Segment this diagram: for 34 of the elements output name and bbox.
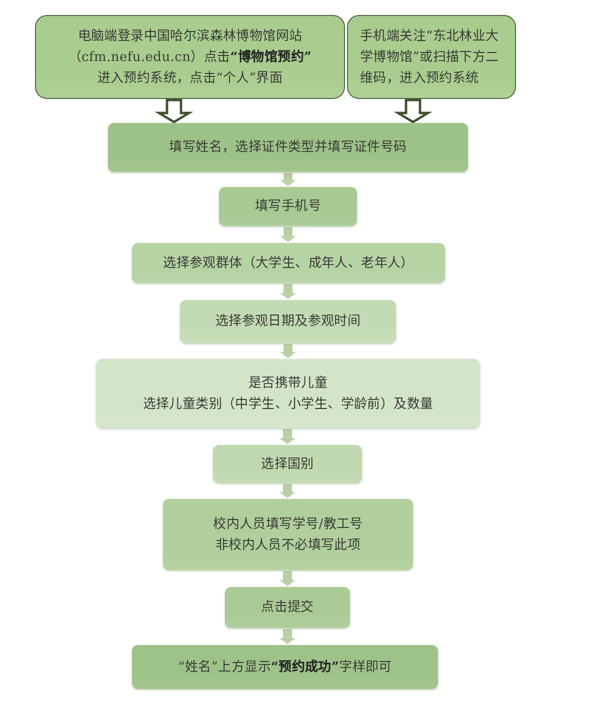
arrow <box>280 629 296 644</box>
arrow <box>280 484 296 498</box>
step-box <box>225 587 350 628</box>
step-text: 电脑端登录中国哈尔滨森林博物馆网站（cfm.nefu.edu.cn）点击“博物馆预约”进入预约系统，点击“个人”界面 <box>68 28 312 88</box>
arrow <box>280 344 296 358</box>
step-box <box>163 499 413 570</box>
step-text: “姓名”上方显示“预约成功”字样即可 <box>178 658 392 676</box>
step-text: 选择国别 <box>261 456 314 474</box>
step-box <box>213 445 362 483</box>
hollow-arrow <box>154 98 194 124</box>
hollow-arrow <box>394 98 432 124</box>
arrow <box>280 571 296 586</box>
step-text: 点击提交 <box>261 598 314 617</box>
step-text: 手机端关注“东北林业大学博物馆”或扫描下方二维码，进入预约系统 <box>360 28 500 88</box>
step-text: 填写姓名，选择证件类型并填写证件号码 <box>169 138 407 157</box>
step-box <box>180 300 396 343</box>
step-box <box>132 243 445 283</box>
step-box <box>132 645 438 689</box>
step-box <box>108 123 468 172</box>
arrow <box>280 227 296 242</box>
step-box <box>219 187 357 226</box>
step-text: 选择参观日期及参观时间 <box>215 312 361 331</box>
step-box <box>35 15 345 99</box>
step-text: 是否携带儿童 <box>248 374 328 392</box>
arrow <box>280 173 296 186</box>
step-box <box>347 15 516 99</box>
arrow <box>280 284 296 299</box>
arrow <box>280 429 296 444</box>
step-text: 选择儿童类别（中学生、小学生、学龄前）及数量 <box>142 396 434 414</box>
step-text: 非校内人员不必填写此项 <box>215 536 361 554</box>
step-text: 校内人员填写学号/教工号 <box>213 516 363 534</box>
step-text: 填写手机号 <box>255 198 321 216</box>
step-text: 选择参观群体（大学生、成年人、老年人） <box>163 254 414 272</box>
step-box <box>96 359 480 428</box>
